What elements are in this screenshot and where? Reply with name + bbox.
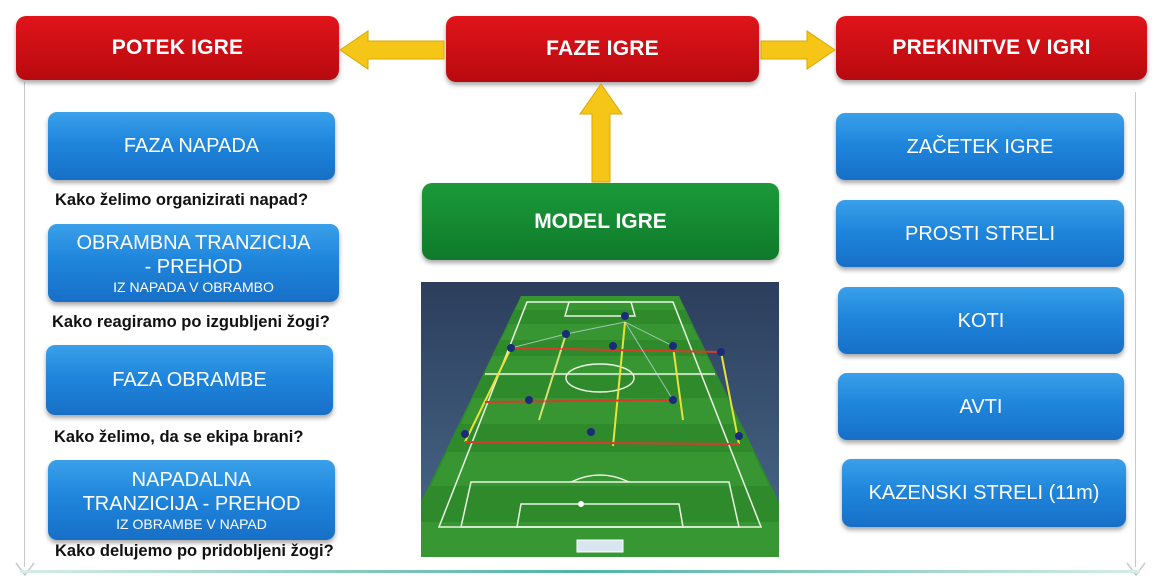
question-pridobljeni: Kako delujemo po pridobljeni žogi?: [55, 542, 334, 560]
bottom-gradient-line: [20, 570, 1140, 573]
zacetek-igre-box: ZAČETEK IGRE: [836, 113, 1124, 180]
faze-igre-header: FAZE IGRE: [446, 16, 759, 82]
right-guide-line: [1135, 92, 1136, 567]
kazenski-streli-box: KAZENSKI STRELI (11m): [842, 459, 1126, 527]
napadalna-tranzicija-subtitle: IZ OBRAMBE V NAPAD: [116, 516, 267, 532]
model-igre-box: MODEL IGRE: [422, 183, 779, 260]
prosti-streli-label: PROSTI STRELI: [904, 222, 1056, 245]
prekinitve-header: PREKINITVE V IGRI: [836, 16, 1147, 80]
koti-box: KOTI: [838, 287, 1124, 354]
avti-label: AVTI: [959, 395, 1003, 418]
arrow-up-icon: [579, 83, 623, 183]
napadalna-tranzicija-box: NAPADALNA TRANZICIJA - PREHOD IZ OBRAMBE…: [48, 460, 335, 540]
zacetek-igre-label: ZAČETEK IGRE: [906, 135, 1054, 158]
obrambna-tranzicija-line1: OBRAMBNA TRANZICIJA: [76, 232, 311, 254]
napadalna-tranzicija-line2: TRANZICIJA - PREHOD: [82, 493, 301, 515]
question-izgubljeni: Kako reagiramo po izgubljeni žogi?: [52, 313, 330, 331]
faza-napada-label: FAZA NAPADA: [123, 135, 260, 157]
obrambna-tranzicija-line2: - PREHOD: [144, 256, 243, 278]
arrow-left-icon: [339, 30, 445, 70]
arrow-right-icon: [760, 30, 836, 70]
prosti-streli-box: PROSTI STRELI: [836, 200, 1124, 267]
avti-box: AVTI: [838, 373, 1124, 440]
down-arrow-icon: [15, 562, 35, 577]
faza-obrambe-label: FAZA OBRAMBE: [112, 369, 267, 391]
obrambna-tranzicija-box: OBRAMBNA TRANZICIJA - PREHOD IZ NAPADA V…: [48, 224, 339, 302]
down-arrow-icon: [1126, 562, 1146, 577]
kazenski-streli-label: KAZENSKI STRELI (11m): [868, 482, 1100, 504]
obrambna-tranzicija-subtitle: IZ NAPADA V OBRAMBO: [113, 279, 274, 295]
football-pitch-image: [421, 282, 779, 557]
napadalna-tranzicija-line1: NAPADALNA: [131, 469, 252, 491]
question-napad: Kako želimo organizirati napad?: [55, 191, 309, 209]
left-guide-line: [24, 82, 25, 567]
koti-label: KOTI: [957, 309, 1005, 332]
potek-igre-header: POTEK IGRE: [16, 16, 339, 80]
faza-obrambe-box: FAZA OBRAMBE: [46, 345, 333, 415]
question-brani: Kako želimo, da se ekipa brani?: [54, 428, 304, 446]
faza-napada-box: FAZA NAPADA: [48, 112, 335, 180]
